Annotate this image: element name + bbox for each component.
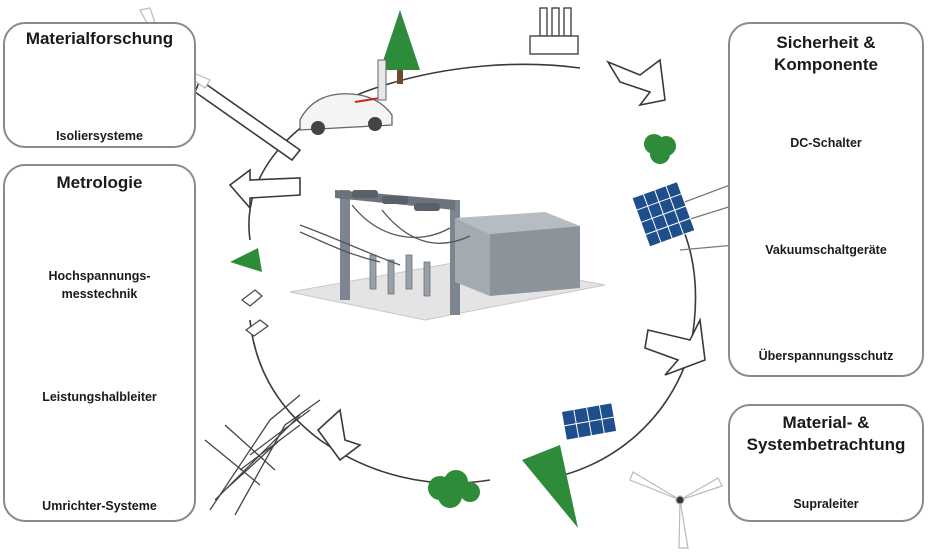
arrow-left-top (228, 168, 301, 211)
panel-title-line1: Material- & (782, 413, 870, 432)
panel-item-isoliersysteme: Isoliersysteme (56, 129, 143, 143)
panel-materialforschung: Materialforschung Isoliersysteme (3, 22, 196, 148)
panel-title-line2: Systembetrachtung (746, 435, 906, 454)
arrow-right (644, 317, 706, 376)
panel-metrologie: Metrologie Hochspannungs- messtechnik Le… (3, 164, 196, 522)
tree-icon (522, 445, 578, 528)
panel-title: Metrologie (56, 173, 143, 192)
panel-item-ueberspannungsschutz: Überspannungsschutz (758, 349, 894, 363)
tree-icon (380, 10, 420, 84)
electric-car-icon (299, 59, 393, 135)
tree-icon (428, 470, 480, 508)
panel-item-dc-schalter: DC-Schalter (790, 136, 862, 150)
solar-panel-icon (562, 403, 617, 440)
panel-title-line2: Komponente (774, 55, 878, 74)
tree-icon (230, 248, 262, 272)
factory-icon (529, 7, 579, 55)
panel-item-messtechnik: messtechnik (61, 287, 138, 301)
panel-item-supraleiter: Supraleiter (793, 497, 859, 511)
panel-material-system: Material- & Systembetrachtung Supraleite… (728, 404, 924, 522)
ring-arrows (194, 58, 706, 462)
arrow-top-right (606, 58, 666, 107)
substation (289, 190, 606, 321)
wind-turbine-icon (629, 471, 723, 549)
panel-item-hochspannungs: Hochspannungs- (48, 269, 151, 283)
arrow-bottom-left (316, 408, 362, 462)
panel-title-line1: Sicherheit & (776, 33, 876, 52)
insulator-icon (241, 289, 270, 337)
panel-sicherheit: Sicherheit & Komponente DC-Schalter Vaku… (728, 22, 924, 377)
panel-item-vakuumschaltgeraete: Vakuumschaltgeräte (765, 243, 887, 257)
arrow-wind-link (194, 78, 302, 162)
tree-icon (644, 134, 676, 164)
transmission-tower-icon (204, 394, 321, 516)
solar-panel-icon (631, 180, 696, 248)
panel-item-umrichter-systeme: Umrichter-Systeme (42, 499, 157, 513)
panel-title: Materialforschung (25, 29, 174, 48)
panel-item-leistungshalbleiter: Leistungshalbleiter (42, 390, 157, 404)
